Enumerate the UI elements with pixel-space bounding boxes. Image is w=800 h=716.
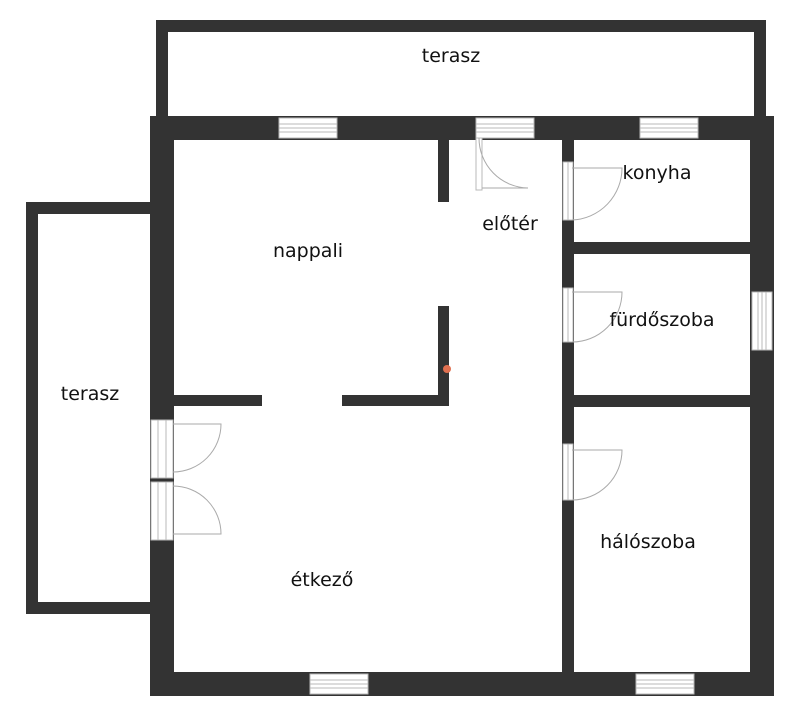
door-icon [562,287,623,343]
room-label-terasz-left: terasz [60,383,120,405]
terrace-left-outline [26,202,156,614]
room-label-eloter: előtér [482,213,538,235]
window-icon [751,291,773,351]
interior-walls [174,140,752,696]
room-label-nappali: nappali [272,240,344,262]
door-icon [562,443,623,501]
room-label-furdoszoba: fürdőszoba [609,309,715,331]
window-icon [639,117,699,139]
room-label-etkezo: étkező [290,569,354,591]
door-icon [150,481,222,541]
window-icon [475,117,535,139]
window-icon [309,673,369,695]
window-icon [278,117,338,139]
door-icon [150,419,222,479]
room-label-haloszoba: hálószoba [600,531,696,553]
door-icon [562,161,623,221]
door-icon [475,137,529,191]
window-icon [635,673,695,695]
marker-dot-icon [443,365,451,373]
room-label-konyha: konyha [622,162,692,184]
terrace-top-outline [156,20,766,120]
room-label-terasz-top: terasz [421,45,481,67]
